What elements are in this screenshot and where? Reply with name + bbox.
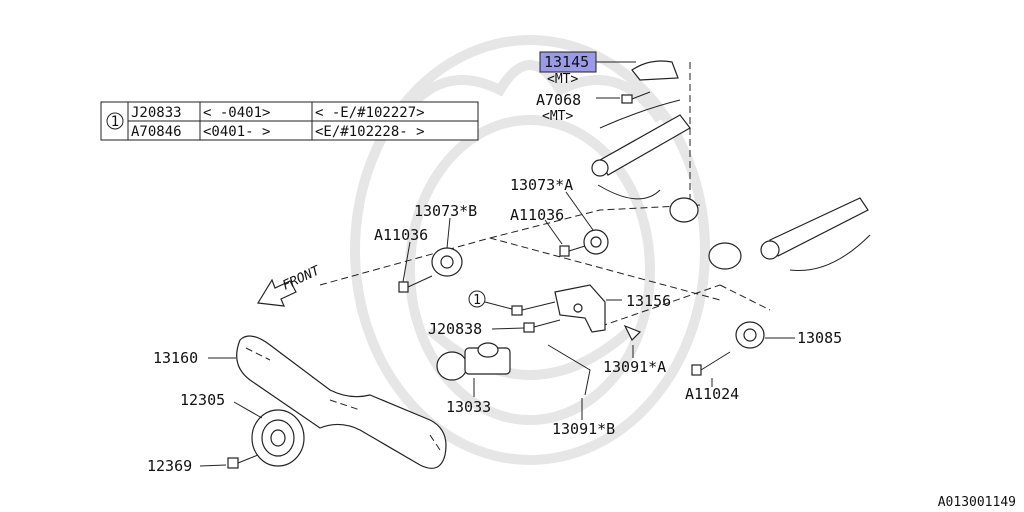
timing-belt-13160 (236, 335, 447, 469)
idler-13085 (735, 321, 765, 349)
callout-1-number: 1 (473, 293, 481, 308)
belt-guide-13091-b (547, 344, 591, 396)
table-row-1-part[interactable]: J20833 (131, 105, 182, 121)
label-13073-b[interactable]: 13073*B (414, 202, 477, 220)
table-callout-number: 1 (111, 114, 119, 130)
table-row-1-vin: < -E/#102227> (315, 105, 425, 121)
label-a7068-mt: <MT> (542, 109, 573, 124)
diagram-id: A013001149 (938, 495, 1016, 510)
bolt-j20838 (523, 319, 561, 333)
cover-13145-part (631, 60, 679, 81)
front-label: FRONT (280, 263, 323, 294)
label-13160[interactable]: 13160 (153, 349, 198, 367)
idler-13073-b (431, 247, 463, 277)
label-j20838[interactable]: J20838 (428, 320, 482, 338)
label-a11036-2[interactable]: A11036 (374, 226, 428, 244)
label-a11036-1[interactable]: A11036 (510, 206, 564, 224)
bolt-a11036-1 (559, 245, 586, 257)
bolt-a7068 (621, 91, 651, 104)
label-a11024[interactable]: A11024 (685, 385, 739, 403)
label-a7068[interactable]: A7068 (536, 91, 581, 109)
table-row-2-vin: <E/#102228- > (315, 124, 425, 140)
belt-guide-13091-a (623, 324, 642, 342)
label-13145-mt: <MT> (547, 72, 578, 87)
bolt-callout-1 (511, 301, 556, 316)
watermark-emblem (350, 35, 710, 465)
label-13091-b[interactable]: 13091*B (552, 420, 615, 438)
label-13073-a[interactable]: 13073*A (510, 176, 573, 194)
bolt-a11024 (691, 351, 731, 376)
front-arrow-icon (257, 278, 297, 307)
bolt-12369 (227, 454, 259, 469)
label-13156[interactable]: 13156 (626, 292, 671, 310)
front-arrow: FRONT (257, 263, 323, 307)
date-range-table: 1 J20833 < -0401> < -E/#102227> A70846 <… (100, 101, 479, 141)
label-12369[interactable]: 12369 (147, 457, 192, 475)
assembly-guides (319, 62, 771, 331)
camshaft-right (760, 197, 871, 272)
table-row-1-date: < -0401> (203, 105, 270, 121)
leader-lines (199, 61, 795, 467)
label-13033[interactable]: 13033 (446, 398, 491, 416)
idler-13073-a (583, 229, 609, 255)
label-13085[interactable]: 13085 (797, 329, 842, 347)
label-13145[interactable]: 13145 (544, 53, 589, 71)
highlight-13145 (539, 51, 597, 73)
table-row-2-part[interactable]: A70846 (131, 124, 182, 140)
label-13091-a[interactable]: 13091*A (603, 358, 666, 376)
camshaft-upper (591, 99, 691, 200)
callout-1-circle (468, 290, 486, 308)
label-12305[interactable]: 12305 (180, 391, 225, 409)
cam-sprocket-right (669, 197, 742, 270)
crank-sprocket-12305 (251, 409, 305, 467)
table-callout-circle (106, 112, 124, 130)
tensioner-13033 (436, 342, 511, 381)
table-row-2-date: <0401- > (203, 124, 270, 140)
tensioner-bracket-13156 (554, 284, 606, 333)
